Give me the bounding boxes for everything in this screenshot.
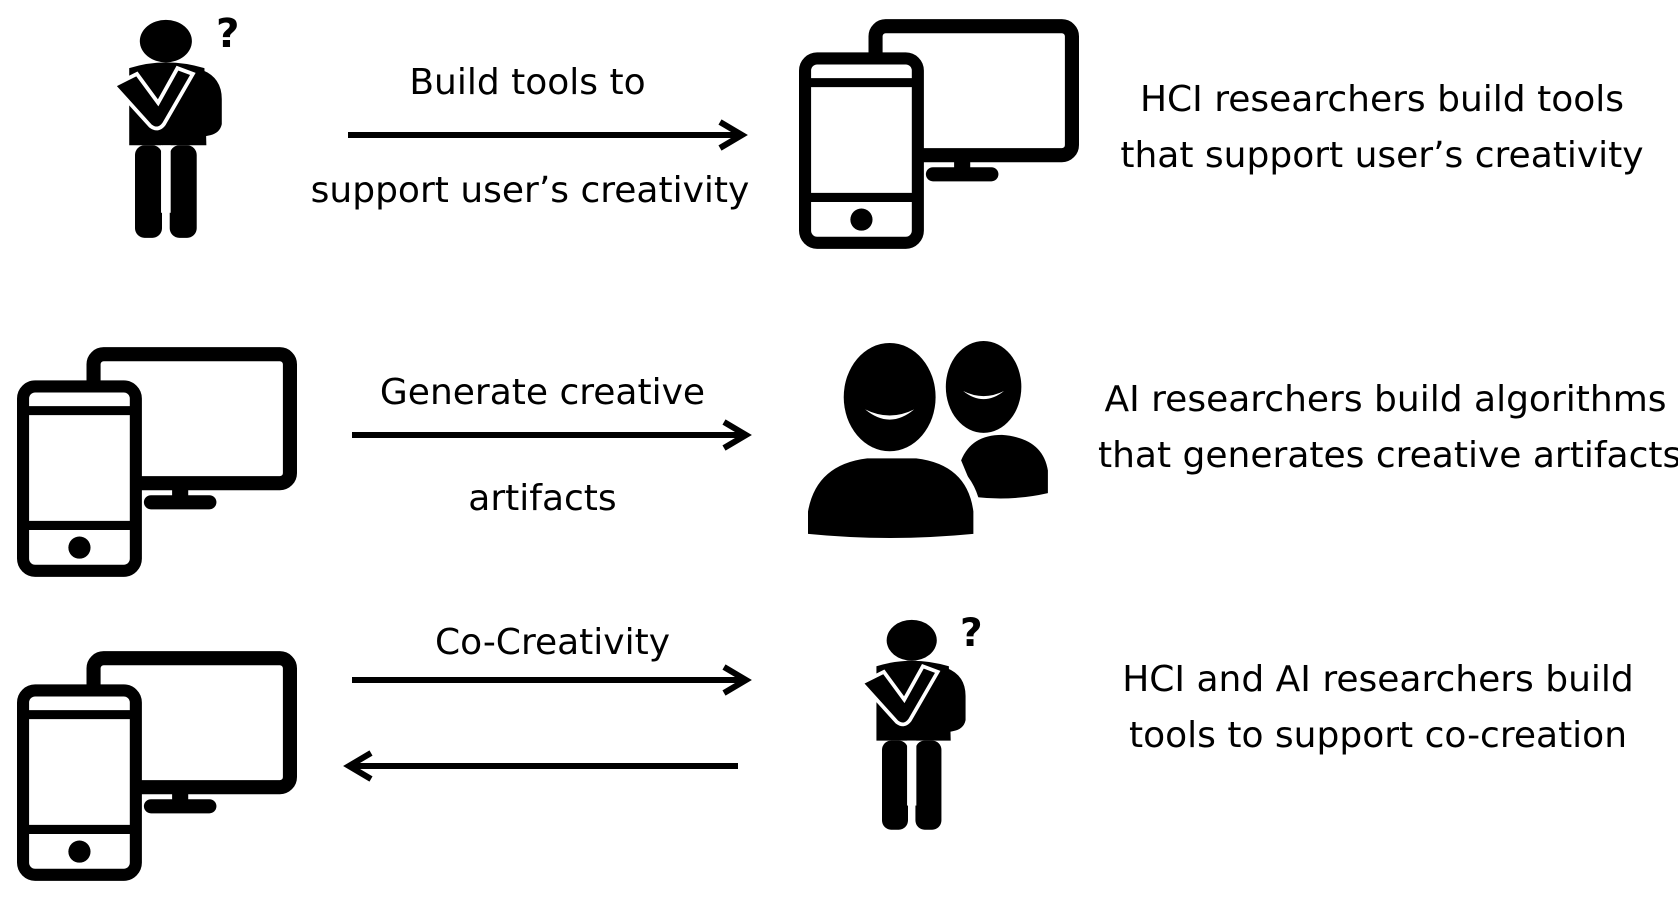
devices-icon: [16, 346, 298, 578]
row2-description: AI researchers build algorithms that gen…: [1098, 372, 1678, 484]
row2-label-bottom: artifacts: [468, 478, 617, 519]
row3-desc-line1: HCI and AI researchers build: [1122, 659, 1634, 700]
row1-desc-line1: HCI researchers build tools: [1139, 79, 1625, 120]
row1-desc-line2: that support user’s creativity: [1120, 135, 1644, 176]
row1-label-bottom: support user’s creativity: [310, 170, 750, 211]
row1-description: HCI researchers build tools that support…: [1112, 72, 1652, 184]
users-group-icon: [808, 336, 1053, 544]
devices-icon: [16, 650, 298, 882]
left-arrow: [343, 750, 738, 782]
devices-icon: [798, 18, 1080, 250]
row3-label-top: Co-Creativity: [434, 622, 671, 663]
row2-desc-line2: that generates creative artifacts: [1098, 435, 1678, 476]
row1-label-top: Build tools to: [409, 62, 646, 103]
right-arrow: [348, 119, 748, 151]
row3-description: HCI and AI researchers build tools to su…: [1098, 652, 1658, 764]
thinking-person-icon: [108, 10, 243, 242]
thinking-person-icon: [856, 606, 986, 838]
right-arrow: [352, 419, 752, 451]
right-arrow: [352, 664, 752, 696]
row3-desc-line2: tools to support co-creation: [1128, 715, 1628, 756]
row2-desc-line1: AI researchers build algorithms: [1104, 379, 1667, 420]
row2-label-top: Generate creative: [379, 372, 706, 413]
